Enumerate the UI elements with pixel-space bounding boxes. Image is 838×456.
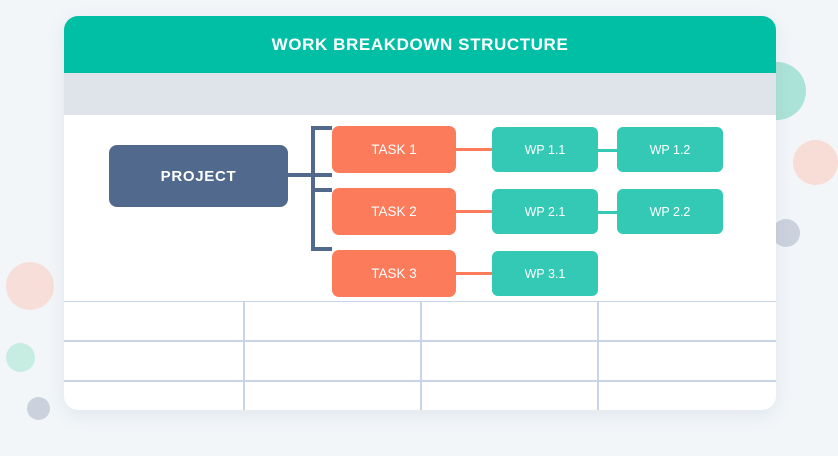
table-column-divider-1	[243, 302, 245, 410]
connector-wp-2-1-to-wp-2-2	[598, 211, 617, 214]
node-task-2-label: TASK 2	[371, 204, 417, 219]
node-wp-1-2-label: WP 1.2	[649, 142, 691, 157]
subheader-band	[64, 73, 776, 115]
left-gray-circle	[27, 397, 50, 420]
page-title: WORK BREAKDOWN STRUCTURE	[271, 34, 569, 54]
left-mint-circle	[6, 343, 35, 372]
table-column-divider-3	[597, 302, 599, 410]
table-column-divider-2	[420, 302, 422, 410]
node-wp-1-2[interactable]: WP 1.2	[617, 127, 723, 172]
right-gray-circle	[772, 219, 800, 247]
node-wp-2-2-label: WP 2.2	[649, 204, 691, 219]
right-pink-circle	[793, 140, 838, 185]
node-wp-2-1-label: WP 2.1	[524, 204, 566, 219]
node-project[interactable]: PROJECT	[109, 145, 288, 207]
table-grid	[64, 301, 776, 410]
connector-task-2-to-wp-2-1	[456, 210, 492, 213]
wbs-diagram: PROJECT TASK 1 TASK 2 TASK 3 WP 1.1 WP 1…	[64, 115, 776, 301]
node-task-3[interactable]: TASK 3	[332, 250, 456, 297]
node-wp-2-1[interactable]: WP 2.1	[492, 189, 598, 234]
connector-project-stub	[288, 173, 332, 177]
connector-task-3-to-wp-3-1	[456, 272, 492, 275]
card-header: WORK BREAKDOWN STRUCTURE	[64, 16, 776, 73]
node-task-1[interactable]: TASK 1	[332, 126, 456, 173]
node-task-2[interactable]: TASK 2	[332, 188, 456, 235]
connector-branch-task-1	[311, 126, 332, 130]
node-wp-2-2[interactable]: WP 2.2	[617, 189, 723, 234]
node-project-label: PROJECT	[160, 167, 237, 185]
node-task-3-label: TASK 3	[371, 266, 417, 281]
node-wp-1-1-label: WP 1.1	[524, 142, 566, 157]
connector-wp-1-1-to-wp-1-2	[598, 149, 617, 152]
connector-branch-task-2	[311, 188, 332, 192]
wbs-card: WORK BREAKDOWN STRUCTURE PROJECT TASK 1 …	[64, 16, 776, 410]
node-wp-1-1[interactable]: WP 1.1	[492, 127, 598, 172]
node-task-1-label: TASK 1	[371, 142, 417, 157]
node-wp-3-1-label: WP 3.1	[524, 266, 566, 281]
left-pink-circle	[6, 262, 54, 310]
node-wp-3-1[interactable]: WP 3.1	[492, 251, 598, 296]
connector-branch-task-3	[311, 247, 332, 251]
connector-task-1-to-wp-1-1	[456, 148, 492, 151]
